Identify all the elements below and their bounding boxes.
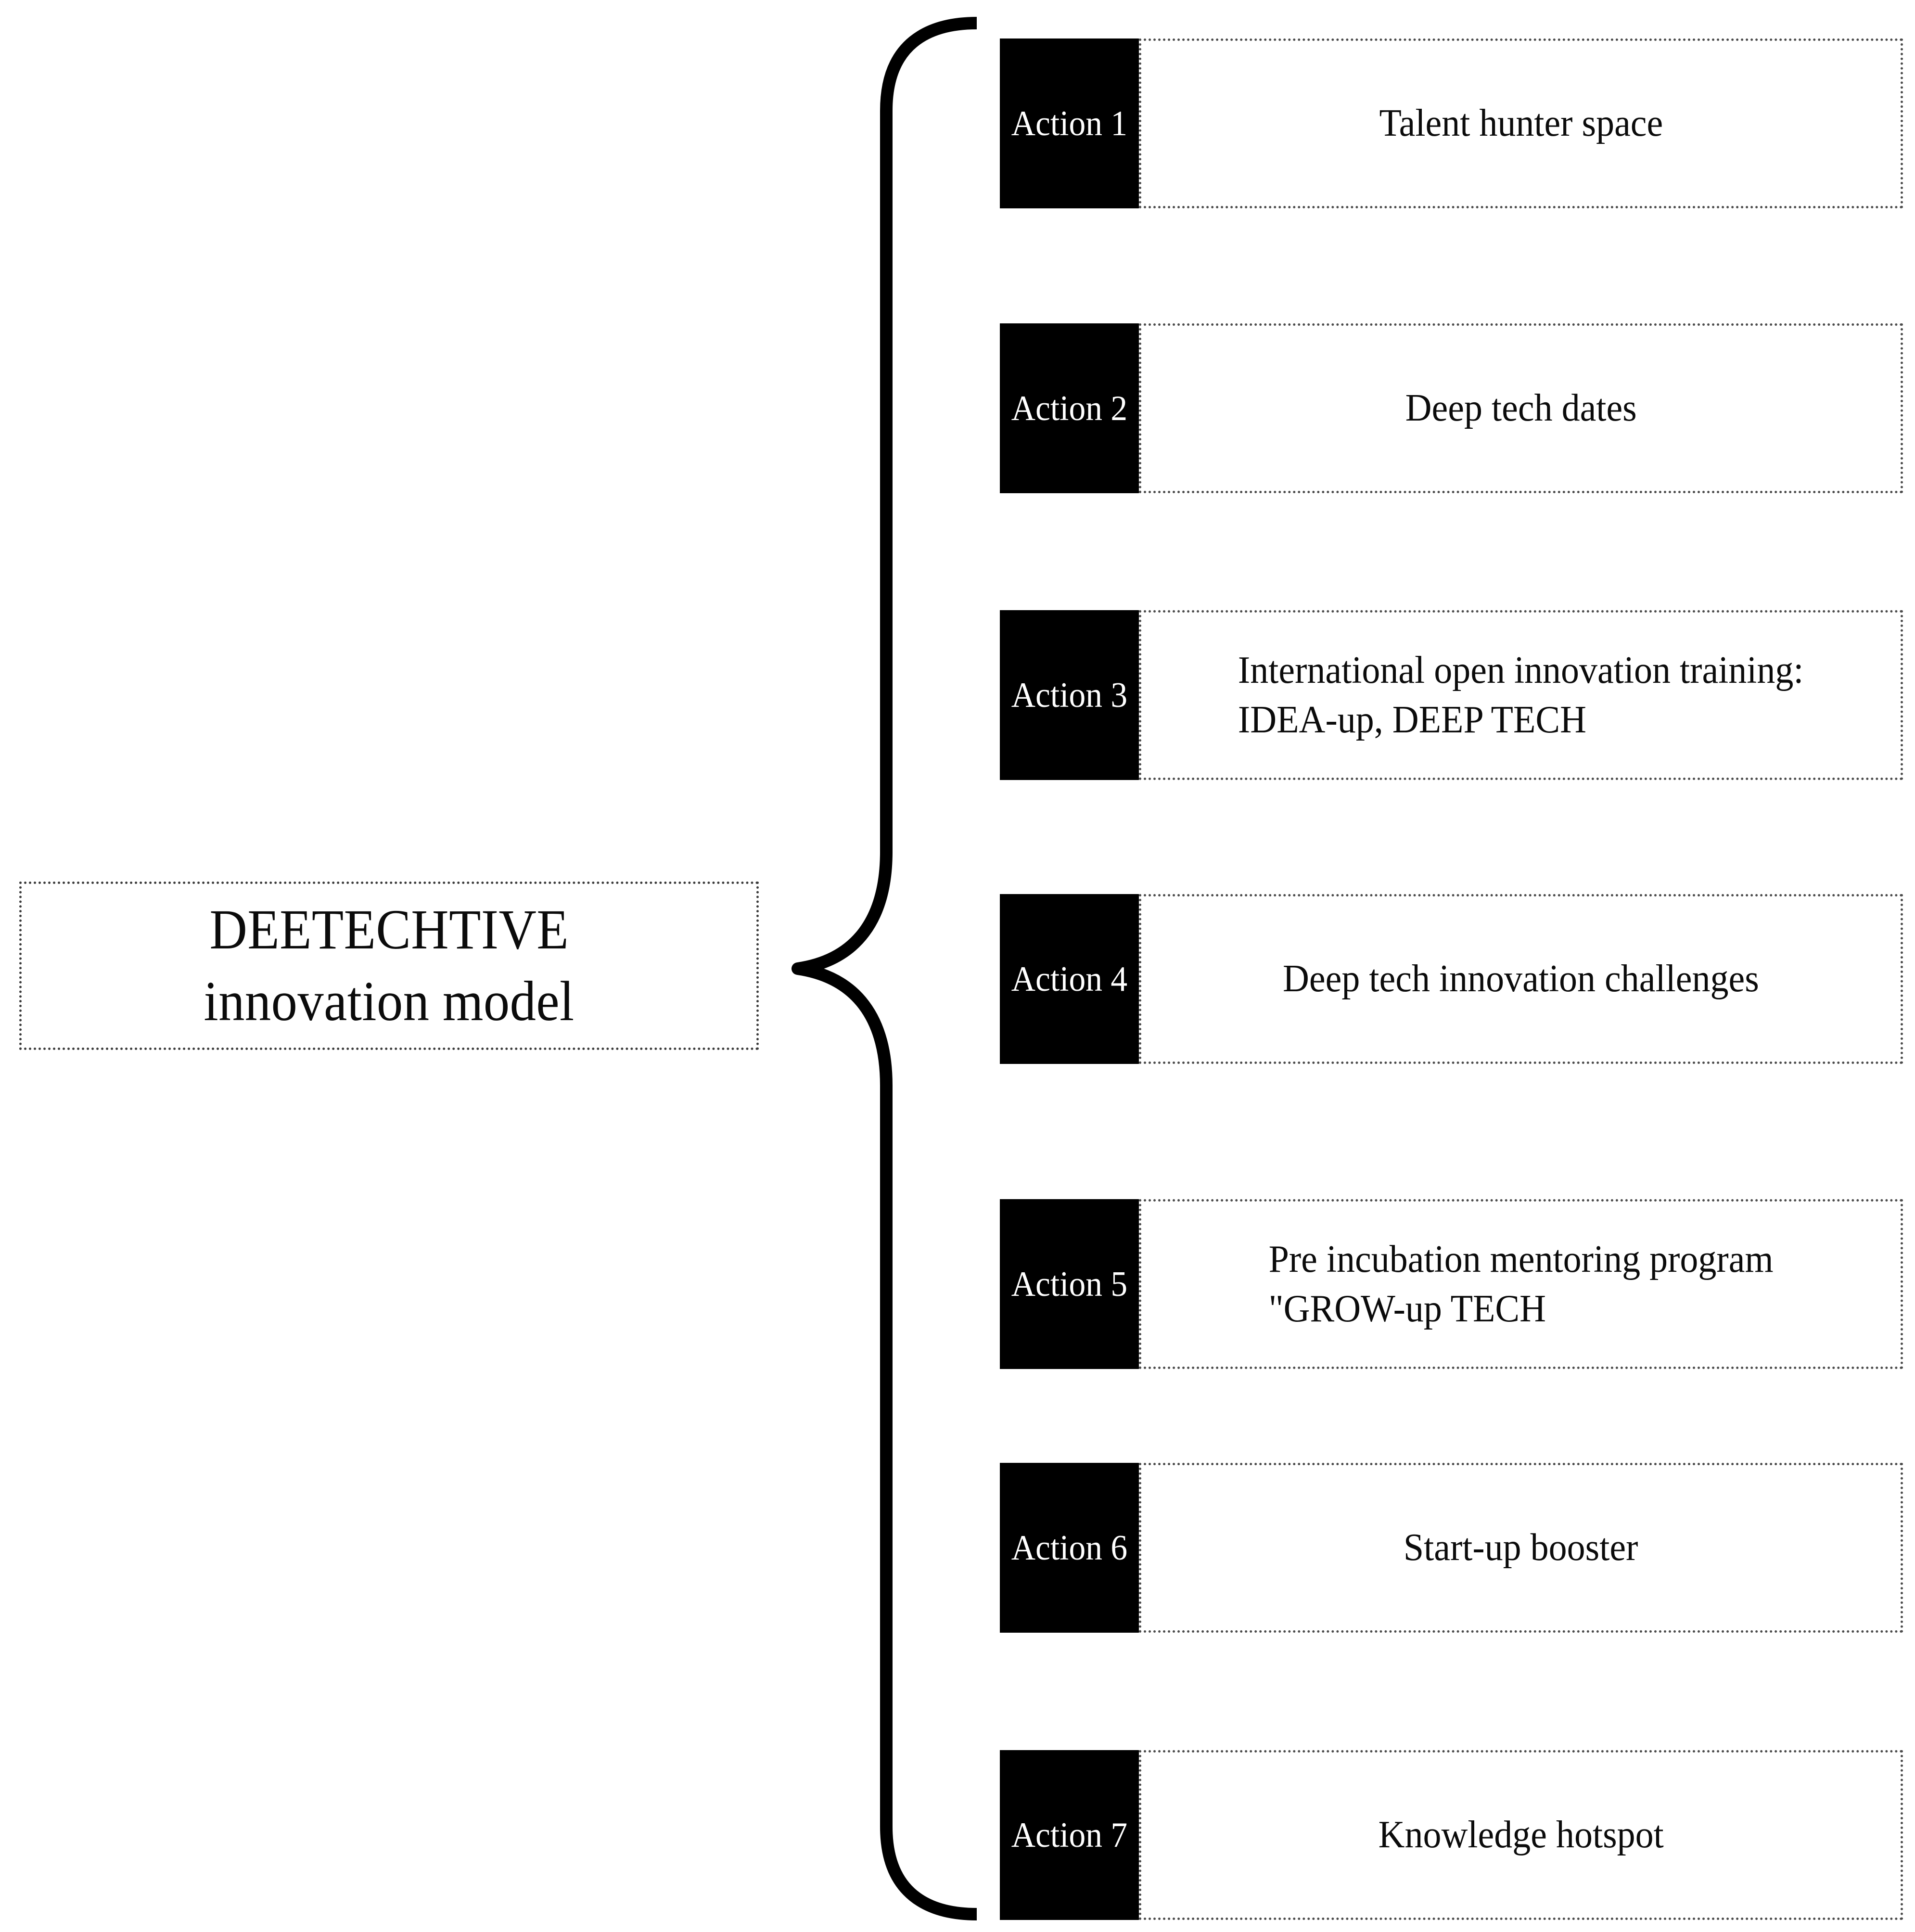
action-tag-label: Action 3 xyxy=(1011,675,1128,715)
action-description-box-2[interactable]: Deep tech dates xyxy=(1139,323,1903,493)
action-description-box-3[interactable]: International open innovation training: … xyxy=(1139,610,1903,780)
action-tag-6[interactable]: Action 6 xyxy=(1000,1463,1139,1633)
action-tag-4[interactable]: Action 4 xyxy=(1000,894,1139,1064)
action-row: Action 1 Talent hunter space xyxy=(1000,38,1903,208)
action-row: Action 6 Start-up booster xyxy=(1000,1463,1903,1633)
action-description-box-1[interactable]: Talent hunter space xyxy=(1139,38,1903,208)
action-row: Action 3 International open innovation t… xyxy=(1000,610,1903,780)
action-row: Action 4 Deep tech innovation challenges xyxy=(1000,894,1903,1064)
action-description-text: Deep tech innovation challenges xyxy=(1283,958,1759,1000)
action-description-text: Knowledge hotspot xyxy=(1378,1814,1664,1856)
action-description-text: International open innovation training: … xyxy=(1238,649,1804,741)
curly-brace-icon xyxy=(792,17,977,1920)
action-tag-label: Action 2 xyxy=(1011,388,1128,428)
action-tag-7[interactable]: Action 7 xyxy=(1000,1750,1139,1920)
action-tag-3[interactable]: Action 3 xyxy=(1000,610,1139,780)
action-tag-5[interactable]: Action 5 xyxy=(1000,1199,1139,1369)
action-tag-label: Action 4 xyxy=(1011,959,1128,999)
action-tag-label: Action 5 xyxy=(1011,1264,1128,1304)
action-description-box-7[interactable]: Knowledge hotspot xyxy=(1139,1750,1903,1920)
action-description-box-5[interactable]: Pre incubation mentoring program "GROW-u… xyxy=(1139,1199,1903,1369)
action-tag-label: Action 1 xyxy=(1011,103,1128,143)
action-description-text: Pre incubation mentoring program "GROW-u… xyxy=(1268,1238,1774,1330)
model-title-line-2: innovation model xyxy=(204,970,574,1033)
action-description-box-4[interactable]: Deep tech innovation challenges xyxy=(1139,894,1903,1064)
action-description-text: Start-up booster xyxy=(1404,1526,1638,1569)
action-description-box-6[interactable]: Start-up booster xyxy=(1139,1463,1903,1633)
action-tag-label: Action 6 xyxy=(1011,1528,1128,1568)
action-row: Action 7 Knowledge hotspot xyxy=(1000,1750,1903,1920)
action-row: Action 5 Pre incubation mentoring progra… xyxy=(1000,1199,1903,1369)
action-description-text: Deep tech dates xyxy=(1405,387,1637,430)
action-tag-2[interactable]: Action 2 xyxy=(1000,323,1139,493)
action-row: Action 2 Deep tech dates xyxy=(1000,323,1903,493)
action-tag-1[interactable]: Action 1 xyxy=(1000,38,1139,208)
action-tag-label: Action 7 xyxy=(1011,1815,1128,1855)
model-title-line-1: DEETECHTIVE xyxy=(209,898,569,961)
action-description-text: Talent hunter space xyxy=(1379,102,1663,145)
model-label-box: DEETECHTIVE innovation model xyxy=(19,882,759,1050)
